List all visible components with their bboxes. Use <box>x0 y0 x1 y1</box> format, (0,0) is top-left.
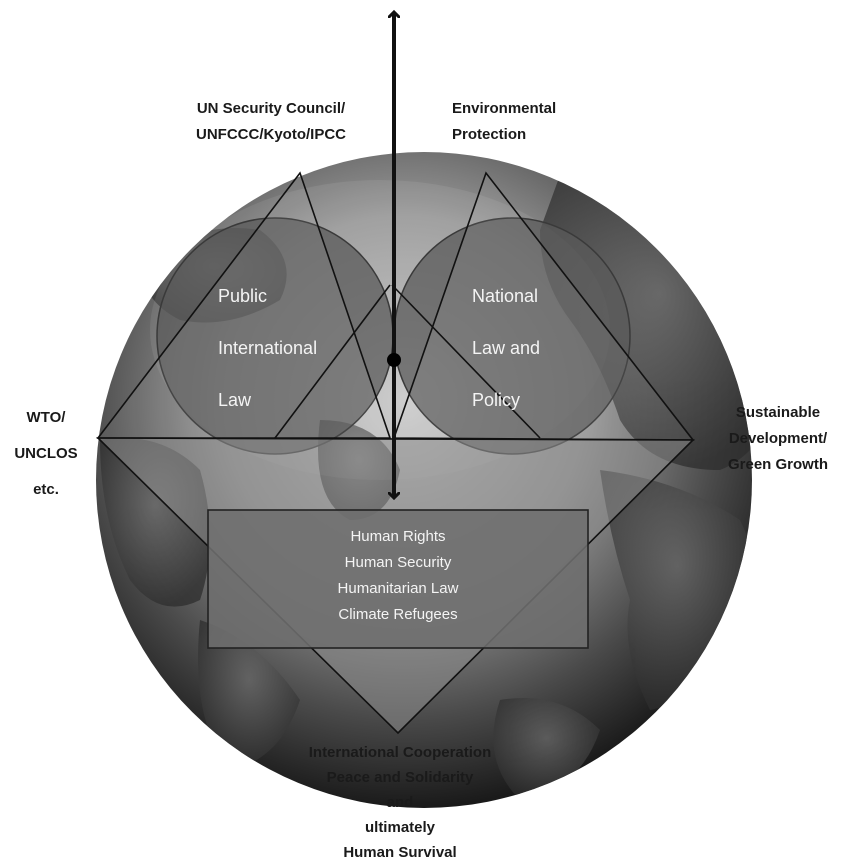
circle-text-line: Law <box>218 390 252 410</box>
label-line: Green Growth <box>727 456 828 473</box>
circle-text-line: Law and <box>472 338 541 358</box>
geometry-lines <box>96 171 695 441</box>
box-text-line: Human Security <box>344 554 452 571</box>
label-line: Human Survival <box>343 844 457 861</box>
label-line: Environmental <box>452 100 557 117</box>
label-un-security-council: UN Security Council/ UNFCCC/Kyoto/IPCC <box>176 96 366 148</box>
public-international-law-text: Public International Law <box>218 270 317 426</box>
box-text-line: Humanitarian Law <box>337 580 459 597</box>
label-international-cooperation: International Cooperation Peace and Soli… <box>270 740 530 865</box>
human-rights-box-text: Human Rights Human Security Humanitarian… <box>208 524 588 628</box>
circle-text-line: National <box>472 286 539 306</box>
center-dot <box>387 353 401 367</box>
circle-text-line: Policy <box>472 390 521 410</box>
label-line: Peace and Solidarity <box>326 769 474 786</box>
national-law-text: National Law and Policy <box>472 270 540 426</box>
label-line: and <box>386 794 414 811</box>
box-text-line: Climate Refugees <box>338 606 458 623</box>
label-sustainable-development: Sustainable Development/ Green Growth <box>714 400 842 478</box>
label-environmental-protection: Environmental Protection <box>452 96 612 148</box>
label-line: Protection <box>452 126 527 143</box>
label-line: ultimately <box>364 819 436 836</box>
human-rights-box <box>207 509 589 649</box>
label-line: Development/ <box>728 430 828 447</box>
circle-text-line: Public <box>218 286 268 306</box>
label-line: UN Security Council/ <box>196 100 346 117</box>
label-line: WTO/ <box>26 409 66 426</box>
label-line: UNCLOS <box>14 445 78 462</box>
label-line: UNFCCC/Kyoto/IPCC <box>196 126 346 143</box>
label-line: Sustainable <box>735 404 821 421</box>
label-wto-unclos: WTO/ UNCLOS etc. <box>6 400 86 508</box>
label-line: International Cooperation <box>308 744 492 761</box>
box-text-line: Human Rights <box>350 528 446 545</box>
label-line: etc. <box>33 481 59 498</box>
circle-text-line: International <box>218 338 318 358</box>
